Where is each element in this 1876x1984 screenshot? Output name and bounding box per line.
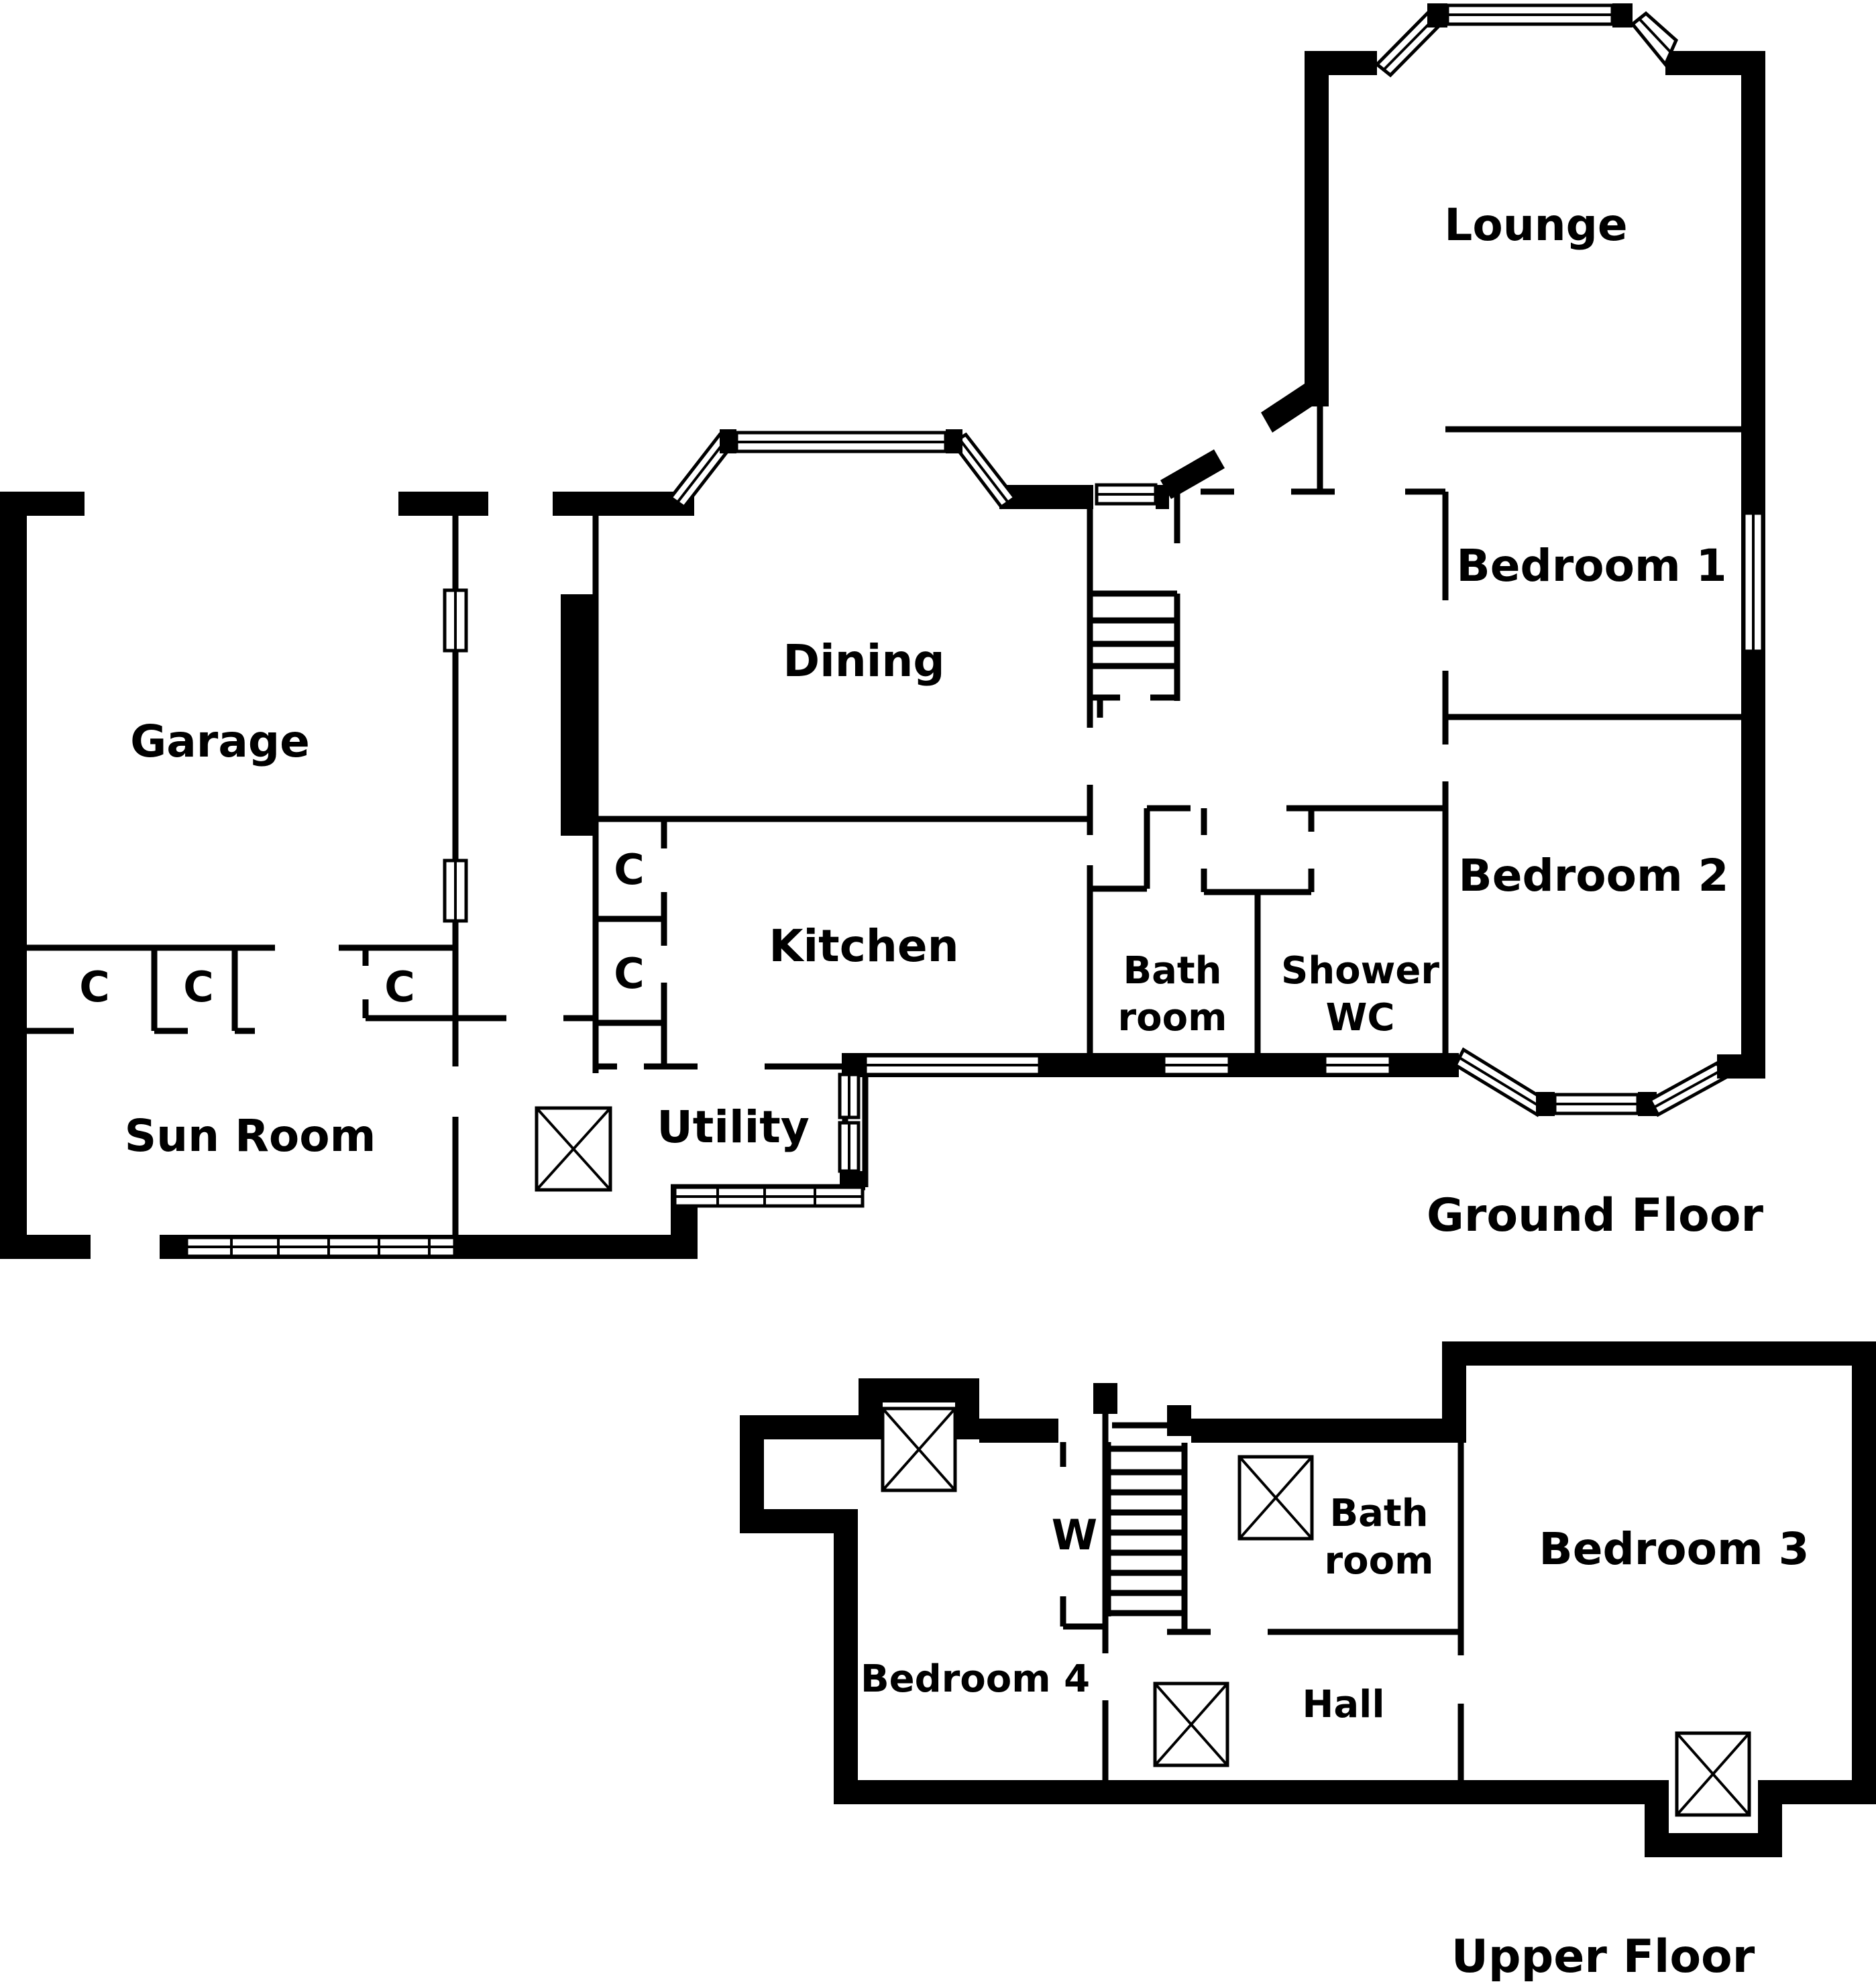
upper-skylight-bathroom	[1237, 1455, 1314, 1541]
cupboard-label: C	[384, 962, 415, 1011]
kitchen-label: Kitchen	[769, 920, 958, 972]
utility-label: Utility	[657, 1101, 810, 1153]
upper-floor-walls	[740, 1341, 1876, 1857]
bedroom-3-label: Bedroom 3	[1539, 1523, 1809, 1575]
ground-floor-title: Ground Floor	[1427, 1189, 1763, 1242]
ground-floor-plan: Lounge Dining Garage Kitchen Bedroom 1 B…	[0, 3, 1765, 1259]
garage-windows	[443, 588, 468, 923]
ground-stairs	[1090, 590, 1180, 718]
cupboard-label: C	[183, 962, 214, 1011]
upper-floor-labels: Bedroom 3 Bedroom 4 Bath room Hall W Upp…	[861, 1492, 1810, 1983]
sun-room-label: Sun Room	[125, 1110, 376, 1162]
upper-bathroom-label-line-2: room	[1325, 1539, 1434, 1583]
upper-skylight-bedroom-3	[1675, 1731, 1751, 1817]
lounge-label: Lounge	[1444, 199, 1627, 251]
cupboard-label: C	[614, 845, 645, 894]
dining-bay-window	[668, 429, 1017, 516]
upper-floor-title: Upper Floor	[1451, 1930, 1755, 1983]
upper-stairs	[1105, 1422, 1182, 1616]
sun-room-windows	[184, 1235, 457, 1258]
bathroom-label-line-2: room	[1118, 996, 1227, 1040]
upper-skylight-bedroom-4	[881, 1407, 957, 1492]
ground-floor-labels: Lounge Dining Garage Kitchen Bedroom 1 B…	[79, 199, 1763, 1242]
lounge-walls	[1305, 3, 1765, 1079]
cupboard-label: C	[79, 962, 110, 1011]
bedroom-2-label: Bedroom 2	[1458, 850, 1728, 901]
bathroom-label-line-1: Bath	[1123, 949, 1221, 993]
garage-label: Garage	[130, 716, 310, 767]
cupboard-label: C	[614, 949, 645, 998]
dining-label: Dining	[783, 635, 944, 687]
bedroom-4-label: Bedroom 4	[861, 1657, 1090, 1701]
upper-bathroom-label-line-1: Bath	[1329, 1492, 1428, 1535]
shower-wc-label-line-2: WC	[1326, 996, 1395, 1040]
upper-floor-plan: Bedroom 3 Bedroom 4 Bath room Hall W Upp…	[740, 1341, 1876, 1983]
south-wall-ground	[673, 1047, 1765, 1208]
wardrobe-label: W	[1052, 1510, 1097, 1559]
hall-label: Hall	[1302, 1683, 1384, 1726]
dining-kitchen-walls	[555, 485, 1093, 1194]
hall-walls	[1087, 384, 1449, 1060]
upper-skylight-hall	[1153, 1682, 1229, 1767]
sun-room-skylight	[535, 1106, 612, 1192]
shower-wc-label-line-1: Shower	[1281, 949, 1439, 993]
bedroom-1-label: Bedroom 1	[1456, 540, 1726, 592]
